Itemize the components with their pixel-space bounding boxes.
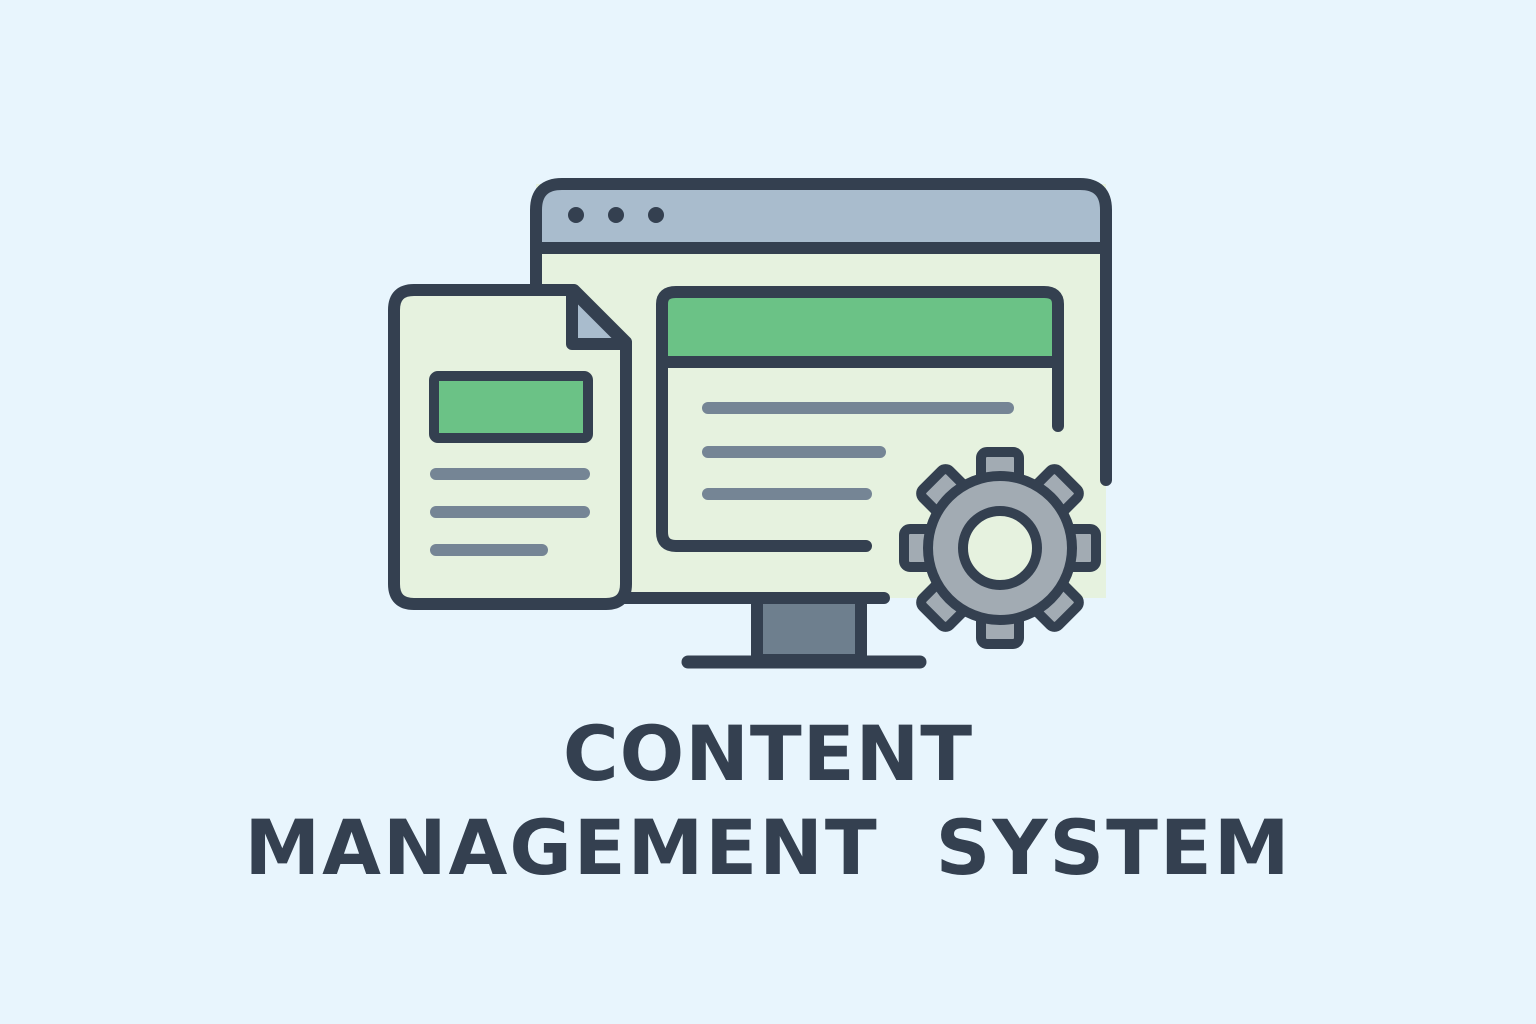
content-panel-header: [664, 294, 1056, 360]
document-heading-block: [429, 371, 593, 443]
content-panel: [656, 286, 1064, 552]
monitor-stand-neck: [751, 592, 867, 666]
monitor-outline: [530, 178, 1112, 486]
gear-hole: [958, 506, 1042, 590]
title-line-content: CONTENT: [562, 709, 974, 798]
gear-icon: [899, 447, 1101, 649]
document-icon: [388, 284, 632, 610]
title-line-management-system: MANAGEMENT SYSTEM: [244, 803, 1292, 892]
window-dot-1: [568, 207, 584, 223]
document-fold: [566, 284, 632, 350]
browser-title-bar: [536, 184, 1106, 248]
content-panel-outline: [656, 286, 1064, 552]
window-dot-2: [608, 207, 624, 223]
document-body: [388, 284, 632, 610]
window-dot-3: [648, 207, 664, 223]
